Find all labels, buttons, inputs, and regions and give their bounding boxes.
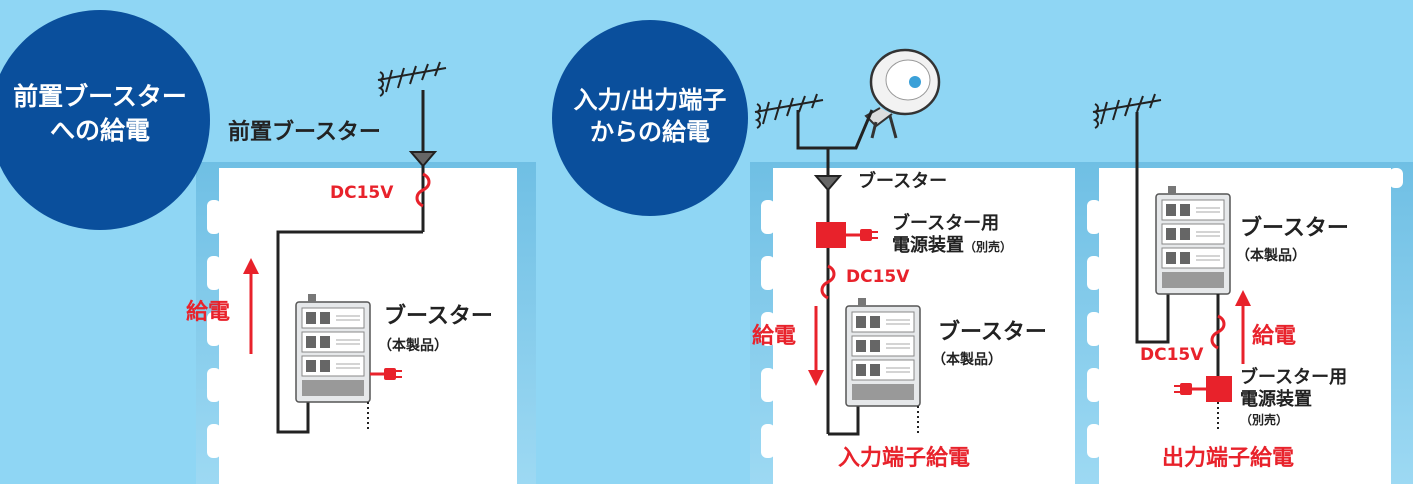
booster-top-label: ブースター [858, 171, 948, 192]
circle-title-line: 入力/出力端子 [573, 86, 727, 114]
input-feed-caption: 入力端子給電 [838, 446, 971, 471]
power-unit-icon [816, 222, 846, 248]
panel-input-feed [761, 168, 1075, 484]
power-unit-label-line2: 電源装置 [1240, 389, 1312, 410]
booster-product-icon [845, 297, 921, 407]
power-unit-note: （別売） [964, 240, 1013, 254]
feed-label: 給電 [752, 324, 797, 349]
pre-booster-label: 前置ブースター [228, 120, 381, 145]
booster-sub-label: （本製品） [1236, 248, 1306, 264]
booster-product-icon [295, 293, 371, 403]
feed-arrow-up-icon [1235, 290, 1251, 306]
feed-label: 給電 [1252, 324, 1297, 349]
booster-sub-label: （本製品） [378, 338, 448, 354]
booster-sub-label: （本製品） [932, 352, 1002, 368]
dc-coupler-icon [820, 264, 836, 300]
booster-label: ブースター [938, 320, 1047, 345]
voltage-label: DC15V [330, 183, 394, 203]
circle-title-pre-booster: 前置ブースター への給電 [10, 80, 190, 148]
voltage-label: DC15V [846, 267, 910, 287]
pre-booster-icon [408, 151, 438, 168]
circle-title-line: からの給電 [590, 118, 710, 147]
satellite-dish-icon [864, 48, 941, 139]
circle-badge-pre-booster [0, 10, 210, 230]
booster-label: ブースター [1240, 216, 1349, 241]
panel-pre-booster [207, 168, 517, 484]
power-unit-note: （別売） [1240, 413, 1289, 427]
power-unit-label-line1: ブースター用 [892, 213, 1000, 234]
booster-product-icon [1155, 185, 1231, 295]
uhf-antenna-icon [754, 93, 824, 129]
power-unit-icon [1206, 376, 1232, 402]
booster-label: ブースター [384, 304, 493, 329]
feed-label: 給電 [186, 300, 231, 325]
circle-title-line: 前置ブースター [13, 82, 187, 111]
uhf-antenna-icon [1092, 93, 1162, 129]
circle-title-line: への給電 [49, 115, 150, 145]
dc-coupler-icon [1210, 314, 1226, 350]
power-unit-label-line2: 電源装置（別売） [892, 235, 1013, 257]
voltage-label: DC15V [1140, 345, 1204, 365]
dc-coupler-icon [415, 172, 431, 208]
uhf-antenna-icon [377, 61, 447, 97]
power-unit-name: 電源装置 [892, 235, 964, 256]
power-unit-label-line1: ブースター用 [1240, 367, 1348, 388]
feed-arrow-up-icon [243, 258, 259, 274]
output-feed-caption: 出力端子給電 [1162, 446, 1295, 471]
circle-badge-io-feed [552, 20, 748, 216]
panel-output-feed [1087, 168, 1403, 484]
feed-arrow-down-icon [808, 370, 824, 386]
circle-title-io-feed: 入力/出力端子 からの給電 [560, 84, 740, 149]
booster-icon [813, 175, 843, 192]
